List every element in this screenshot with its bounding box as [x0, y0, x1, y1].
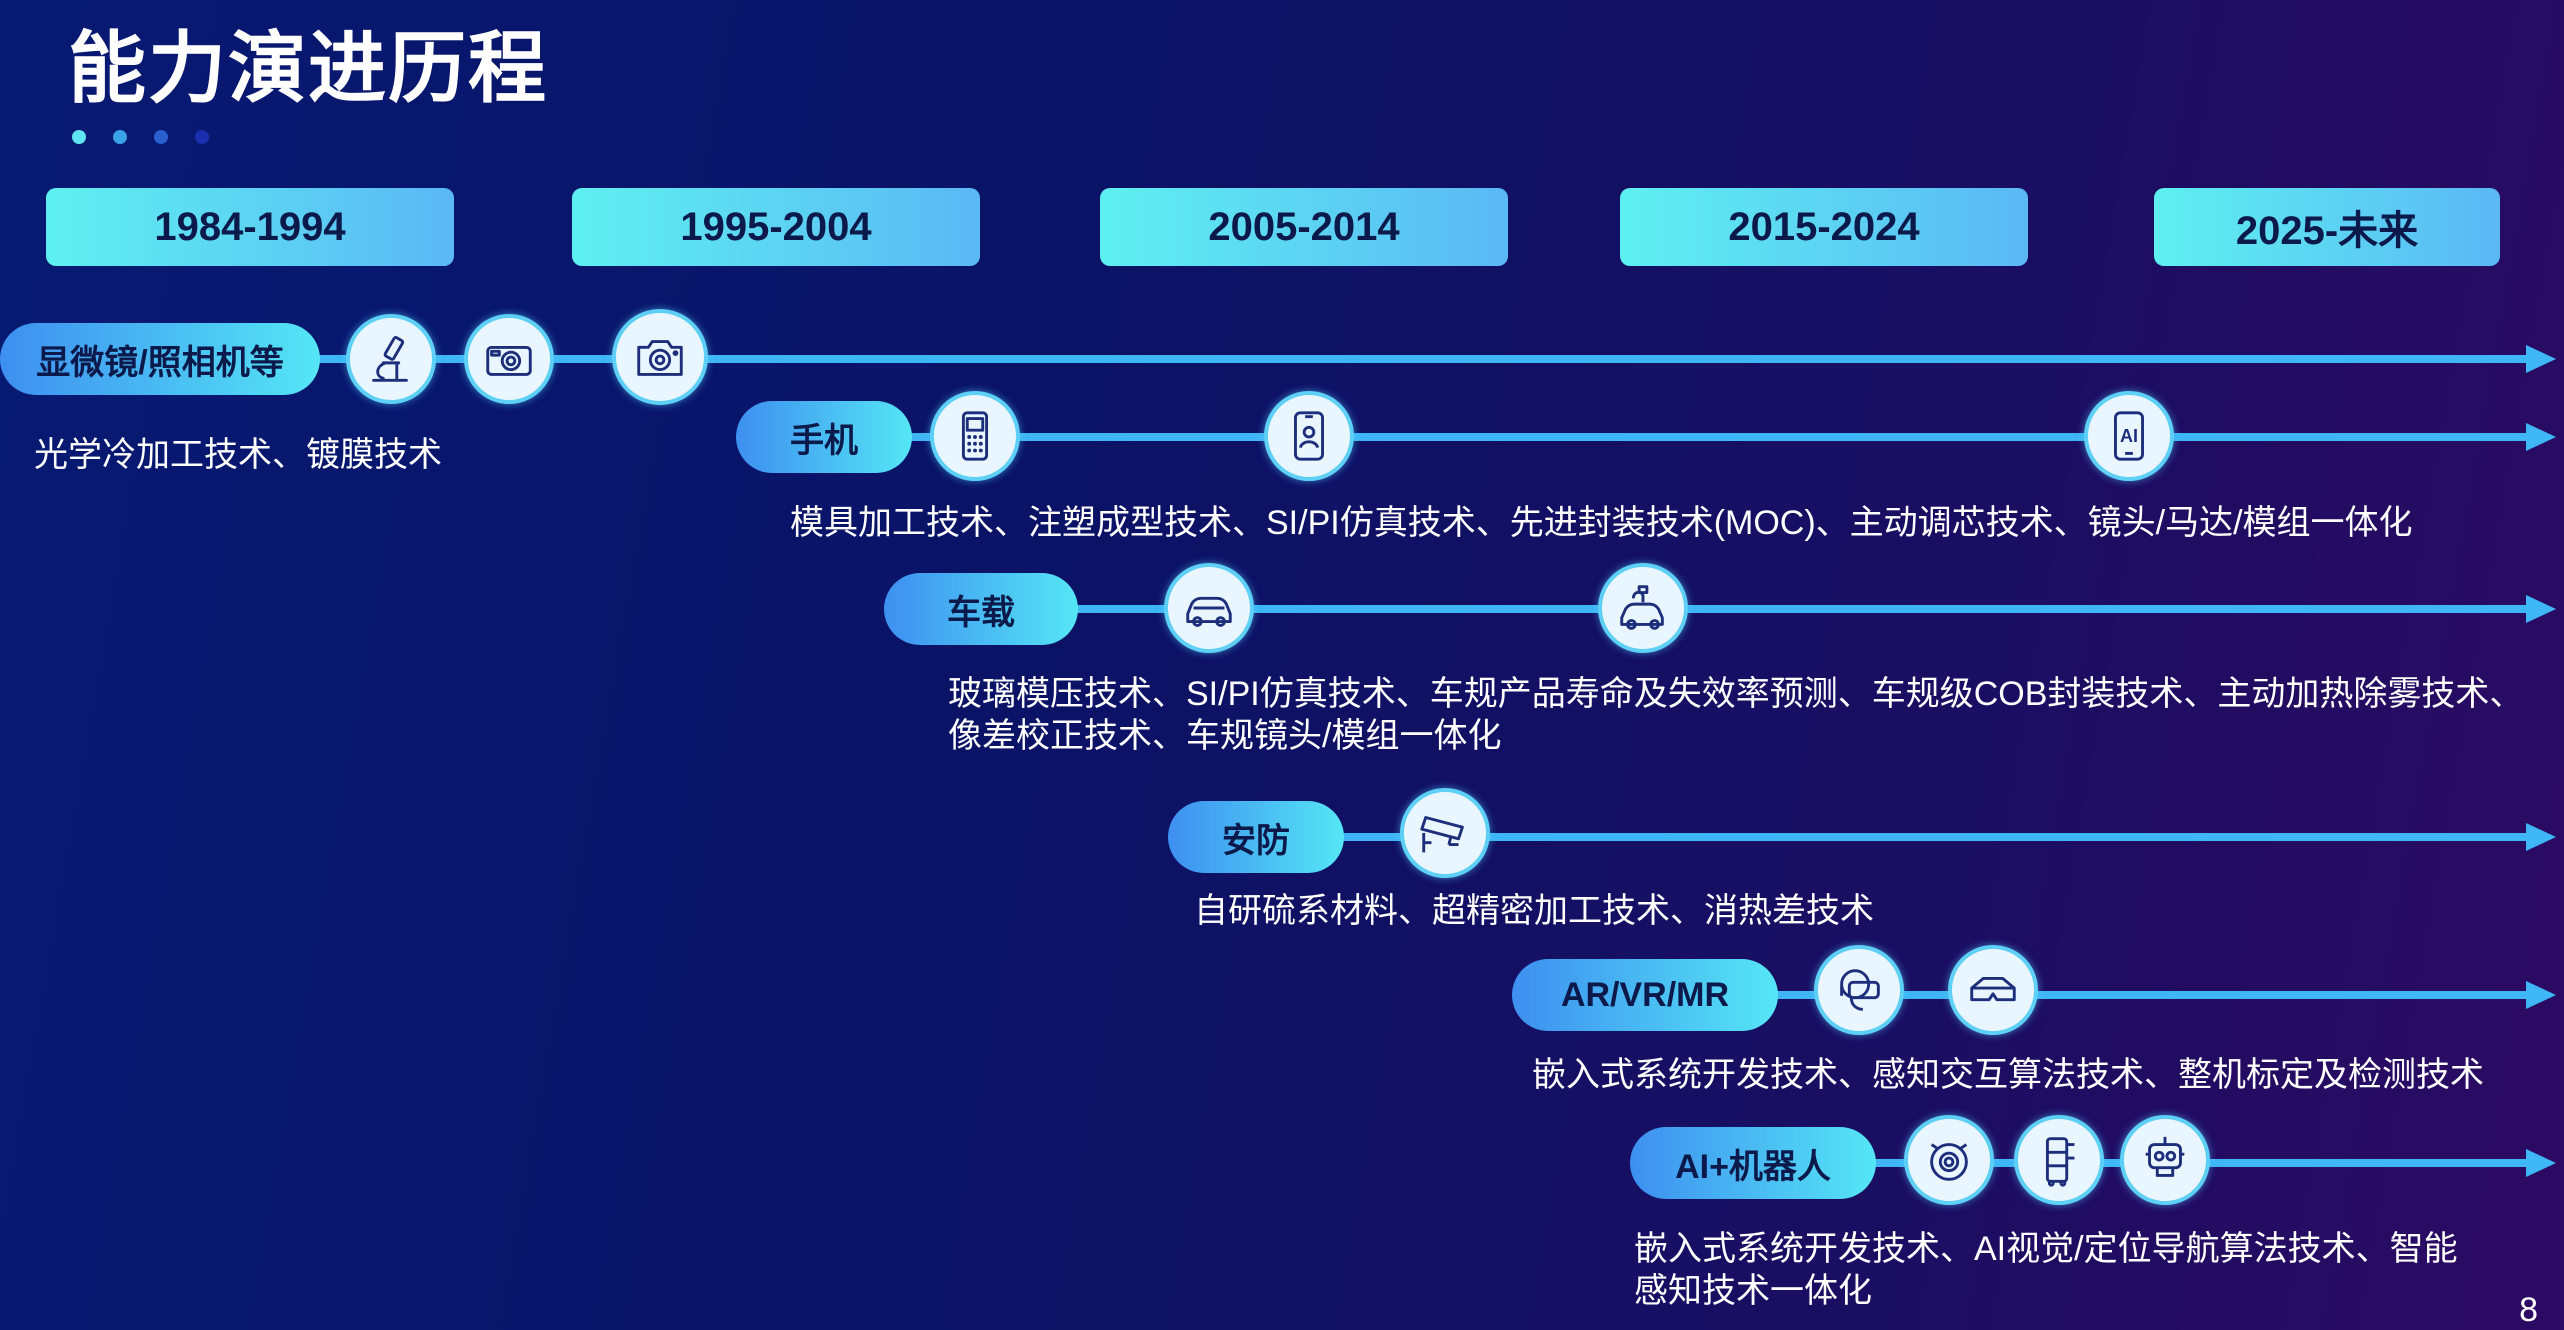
track-desc-optics: 光学冷加工技术、镀膜技术: [34, 434, 442, 476]
period-2015-2024: 2015-2024: [1620, 188, 2028, 266]
ai-badge-text: AI: [2120, 425, 2138, 446]
desc-line: 玻璃模压技术、SI/PI仿真技术、车规产品寿命及失效率预测、车规级COB封装技术…: [948, 675, 2524, 713]
microscope-icon: [346, 314, 436, 404]
track-label-ai-robot: AI+机器人: [1630, 1127, 1876, 1199]
timeline-line-2: [880, 433, 2530, 441]
desc-line: 感知技术一体化: [1634, 1272, 1872, 1310]
timeline-arrow-6: [2526, 1149, 2556, 1177]
desc-line: 嵌入式系统开发技术、感知交互算法技术、整机标定及检测技术: [1532, 1056, 2484, 1094]
timeline-line-5: [1760, 991, 2530, 999]
timeline-line-4: [1320, 833, 2530, 841]
track-desc-ai-robot: 嵌入式系统开发技术、AI视觉/定位导航算法技术、智能 感知技术一体化: [1634, 1228, 2458, 1312]
track-label-xr: AR/VR/MR: [1512, 959, 1778, 1031]
title-dot-3: [154, 130, 168, 144]
track-label-auto: 车载: [884, 573, 1078, 645]
ai-phone-icon: AI: [2084, 391, 2174, 481]
period-2025-future: 2025-未来: [2154, 188, 2500, 266]
track-desc-security: 自研硫系材料、超精密加工技术、消热差技术: [1194, 890, 1874, 932]
smartphone-camera-icon: [1264, 391, 1354, 481]
desc-line: 模具加工技术、注塑成型技术、SI/PI仿真技术、先进封装技术(MOC)、主动调芯…: [790, 504, 2413, 542]
feature-phone-icon: [930, 391, 1020, 481]
service-robot-icon: [2014, 1115, 2104, 1205]
digital-camera-icon: [612, 309, 708, 405]
period-1984-1994: 1984-1994: [46, 188, 454, 266]
timeline-arrow-1: [2526, 345, 2556, 373]
ar-glasses-icon: [1948, 945, 2038, 1035]
vr-headset-icon: [1814, 945, 1904, 1035]
track-label-phone: 手机: [736, 401, 912, 473]
title-dot-2: [113, 130, 127, 144]
camera-icon: [464, 314, 554, 404]
robot-vacuum-icon: [1904, 1115, 1994, 1205]
title-dot-1: [72, 130, 86, 144]
timeline-arrow-2: [2526, 423, 2556, 451]
track-desc-auto: 玻璃模压技术、SI/PI仿真技术、车规产品寿命及失效率预测、车规级COB封装技术…: [948, 673, 2523, 757]
robot-head-icon: [2120, 1115, 2210, 1205]
security-camera-icon: [1400, 788, 1490, 878]
timeline-arrow-4: [2526, 823, 2556, 851]
desc-line: 像差校正技术、车规镜头/模组一体化: [948, 717, 1502, 755]
car-icon: [1164, 563, 1254, 653]
track-label-optics: 显微镜/照相机等: [0, 323, 320, 395]
timeline-arrow-5: [2526, 981, 2556, 1009]
timeline-arrow-3: [2526, 595, 2556, 623]
desc-line: 自研硫系材料、超精密加工技术、消热差技术: [1194, 892, 1874, 930]
electric-car-icon: [1598, 563, 1688, 653]
period-1995-2004: 1995-2004: [572, 188, 980, 266]
timeline-line-1: [300, 355, 2530, 363]
desc-line: 光学冷加工技术、镀膜技术: [34, 436, 442, 474]
page-title: 能力演进历程: [68, 24, 549, 112]
page-number: 8: [2519, 1291, 2538, 1329]
timeline-line-3: [1040, 605, 2530, 613]
period-2005-2014: 2005-2014: [1100, 188, 1508, 266]
track-desc-xr: 嵌入式系统开发技术、感知交互算法技术、整机标定及检测技术: [1532, 1054, 2484, 1096]
track-desc-phone: 模具加工技术、注塑成型技术、SI/PI仿真技术、先进封装技术(MOC)、主动调芯…: [790, 502, 2413, 544]
title-dot-4: [195, 130, 209, 144]
desc-line: 嵌入式系统开发技术、AI视觉/定位导航算法技术、智能: [1634, 1230, 2458, 1268]
track-label-security: 安防: [1168, 801, 1344, 873]
